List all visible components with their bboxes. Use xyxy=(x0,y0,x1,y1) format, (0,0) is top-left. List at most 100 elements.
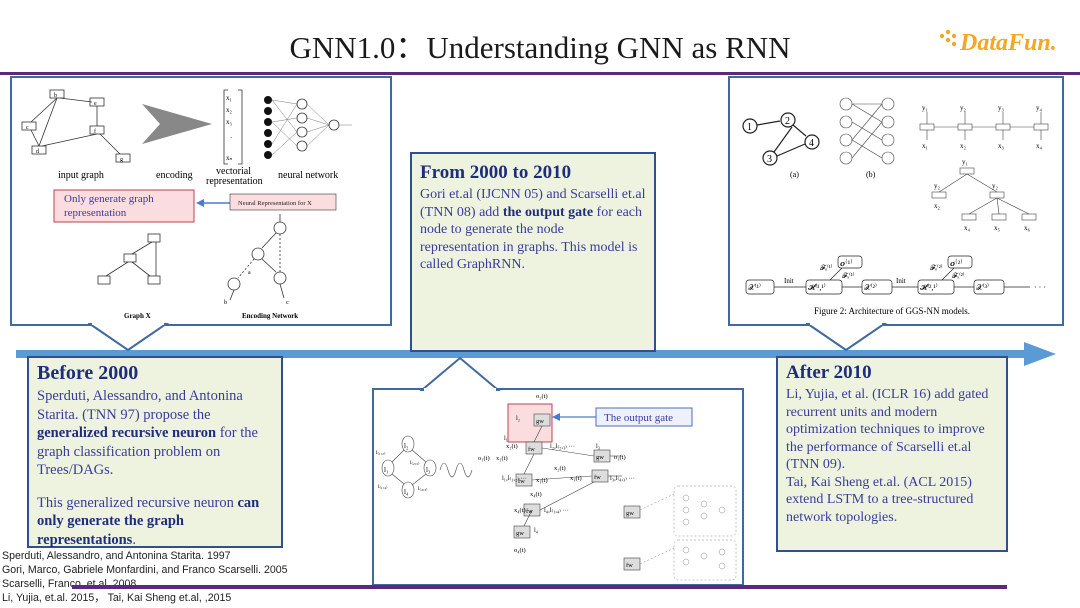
label-vectorial: vectorial xyxy=(216,166,251,177)
label-input-graph: input graph xyxy=(58,170,104,181)
svg-text:x₂(t): x₂(t) xyxy=(506,443,518,450)
logo-text: DataFun. xyxy=(959,30,1057,56)
graph-node-g: g xyxy=(120,157,123,163)
pipeline-h21: 𝓗⁽²,¹⁾ xyxy=(920,283,938,292)
graph-node-1: 1 xyxy=(747,122,752,133)
pipeline-fx1: 𝓕ₓ⁽¹⁾ xyxy=(842,271,855,280)
svg-text:y₁: y₁ xyxy=(962,158,968,166)
unrolled-graph-figure xyxy=(839,97,895,165)
middle-heading: From 2000 to 2010 xyxy=(420,162,572,183)
pipeline-fo2: 𝓕ₒ⁽²⁾ xyxy=(930,263,943,272)
neural-network-icon xyxy=(264,96,352,159)
svg-text:x₄(t): x₄(t) xyxy=(514,507,526,514)
vector-column: x₁ x₂ x₃ · xₙ xyxy=(223,89,243,165)
pipeline-x3: 𝒳⁽³⁾ xyxy=(976,283,989,292)
encoding-node-c: c xyxy=(286,300,289,306)
label-neural-network: neural network xyxy=(278,170,338,181)
small-graph-figure xyxy=(742,112,820,166)
reference-1: Sperduti, Alessandro, and Antonina Stari… xyxy=(2,550,231,562)
svg-text:fw: fw xyxy=(626,562,633,569)
after-text-1: Li, Yujia, et al. (ICLR 16) add gated re… xyxy=(786,387,989,472)
svg-text:l₂: l₂ xyxy=(404,442,409,450)
note-line-1: Only generate graph xyxy=(64,193,154,205)
svg-text:o₁(t): o₁(t) xyxy=(478,455,490,462)
label-representation: representation xyxy=(206,176,263,187)
svg-text:x₆: x₆ xyxy=(1024,224,1031,232)
svg-text:y₂: y₂ xyxy=(934,182,941,190)
ggsnn-pipeline: 𝒳⁽¹⁾ Init 𝓗⁽¹,¹⁾ 𝒳⁽²⁾ Init 𝓗⁽²,¹⁾ 𝒳⁽³⁾ 𝒐… xyxy=(745,255,1046,295)
svg-text:x₂(t): x₂(t) xyxy=(554,465,566,472)
before-callout: Before 2000 Sperduti, Alessandro, and An… xyxy=(27,356,283,548)
pipeline-fx2: 𝓕ₓ⁽²⁾ xyxy=(952,271,965,280)
card1-pointer xyxy=(88,322,170,352)
pipeline-fo1: 𝓕ₒ⁽¹⁾ xyxy=(820,263,833,272)
encoding-network-figure xyxy=(227,214,287,301)
encoding-node-a: a xyxy=(248,270,251,276)
after-heading: After 2010 xyxy=(786,362,872,383)
recursive-neuron-figure: b e c f d g x₁ x₂ x₃ · xₙ xyxy=(21,89,352,320)
svg-text:l₍₁,₄₎: l₍₁,₄₎ xyxy=(378,484,388,490)
graph-node-c: c xyxy=(26,125,29,131)
svg-text:l₄,l₍₁,₄₎ ···: l₄,l₍₁,₄₎ ··· xyxy=(544,507,569,514)
unfolded-labels: o₂(t) l₂ gw l₁ x₂(t) fw l₂,l₍₂,₃₎ ··· l₃… xyxy=(478,393,635,569)
card2-pointer xyxy=(806,322,888,352)
svg-text:o₄(t): o₄(t) xyxy=(514,547,526,554)
neural-representation-label: Neural Representation for X xyxy=(238,200,312,207)
after-text-2: Tai, Kai Sheng et.al. (ACL 2015) extend … xyxy=(786,474,974,525)
graph-node-2: 2 xyxy=(785,116,790,127)
graph-x-figure xyxy=(97,233,161,285)
middle-callout: From 2000 to 2010 Gori et.al (IJCNN 05) … xyxy=(410,152,656,352)
pipeline-init-1: Init xyxy=(784,277,794,285)
svg-text:fw: fw xyxy=(518,478,525,485)
logo-dots-icon xyxy=(939,29,957,47)
output-gate-arrow-icon xyxy=(552,413,560,421)
svg-text:x₂: x₂ xyxy=(960,142,967,150)
svg-text:gw: gw xyxy=(516,530,524,537)
svg-text:x₂: x₂ xyxy=(934,202,941,210)
label-encoding: encoding xyxy=(156,170,193,181)
svg-text:y₃: y₃ xyxy=(998,104,1005,112)
reference-4: Li, Yujia, et.al. 2015， Tai, Kai Sheng e… xyxy=(2,592,232,604)
graph-node-3: 3 xyxy=(767,154,772,165)
graph-node-f: f xyxy=(94,128,96,135)
svg-text:x₃: x₃ xyxy=(998,142,1005,150)
note-box xyxy=(53,189,195,223)
pipeline-x2: 𝒳⁽²⁾ xyxy=(864,283,877,292)
unfolded-network xyxy=(513,413,641,571)
pipeline-init-2: Init xyxy=(896,277,906,285)
after-callout: After 2010 Li, Yujia, et al. (ICLR 16) a… xyxy=(776,356,1008,552)
svg-text:l₍₁,₂₎: l₍₁,₂₎ xyxy=(376,450,386,456)
label-graph-x: Graph X xyxy=(124,312,151,320)
datafun-logo: DataFun. xyxy=(939,29,1057,56)
svg-text:l₁: l₁ xyxy=(504,435,508,442)
before-text-2: This generalized recursive neuron can on… xyxy=(37,494,260,548)
pipeline-o1: 𝒐⁽¹⁾ xyxy=(840,258,853,268)
svg-text:x₃(t): x₃(t) xyxy=(570,475,582,482)
graph-node-d: d xyxy=(36,149,39,155)
graph-node-b: b xyxy=(54,93,57,99)
svg-text:x₄: x₄ xyxy=(1036,142,1043,150)
caption-a: (a) xyxy=(790,170,799,179)
svg-text:l₂,l₍₂,₃₎ ···: l₂,l₍₂,₃₎ ··· xyxy=(550,443,575,450)
encoding-node-b: b xyxy=(224,300,227,306)
note-arrowhead-icon xyxy=(196,199,204,207)
svg-text:y₂: y₂ xyxy=(992,182,999,190)
figure-card-recursive-neuron: b e c f d g x₁ x₂ x₃ · xₙ xyxy=(10,76,392,326)
reference-2: Gori, Marco, Gabriele Monfardini, and Fr… xyxy=(2,564,288,576)
svg-text:l₃: l₃ xyxy=(426,466,431,474)
vector-xn: xₙ xyxy=(226,154,233,162)
vector-x2: x₂ xyxy=(226,106,233,114)
timeline-arrow xyxy=(16,342,1056,366)
svg-text:x₄: x₄ xyxy=(964,224,971,232)
pipeline-x1: 𝒳⁽¹⁾ xyxy=(748,283,761,292)
svg-text:fw: fw xyxy=(526,508,533,515)
neural-representation-box xyxy=(229,193,337,211)
svg-text:·: · xyxy=(230,134,232,142)
svg-text:l₁,l₍₁,₂₎ ···: l₁,l₍₁,₂₎ ··· xyxy=(502,475,527,482)
